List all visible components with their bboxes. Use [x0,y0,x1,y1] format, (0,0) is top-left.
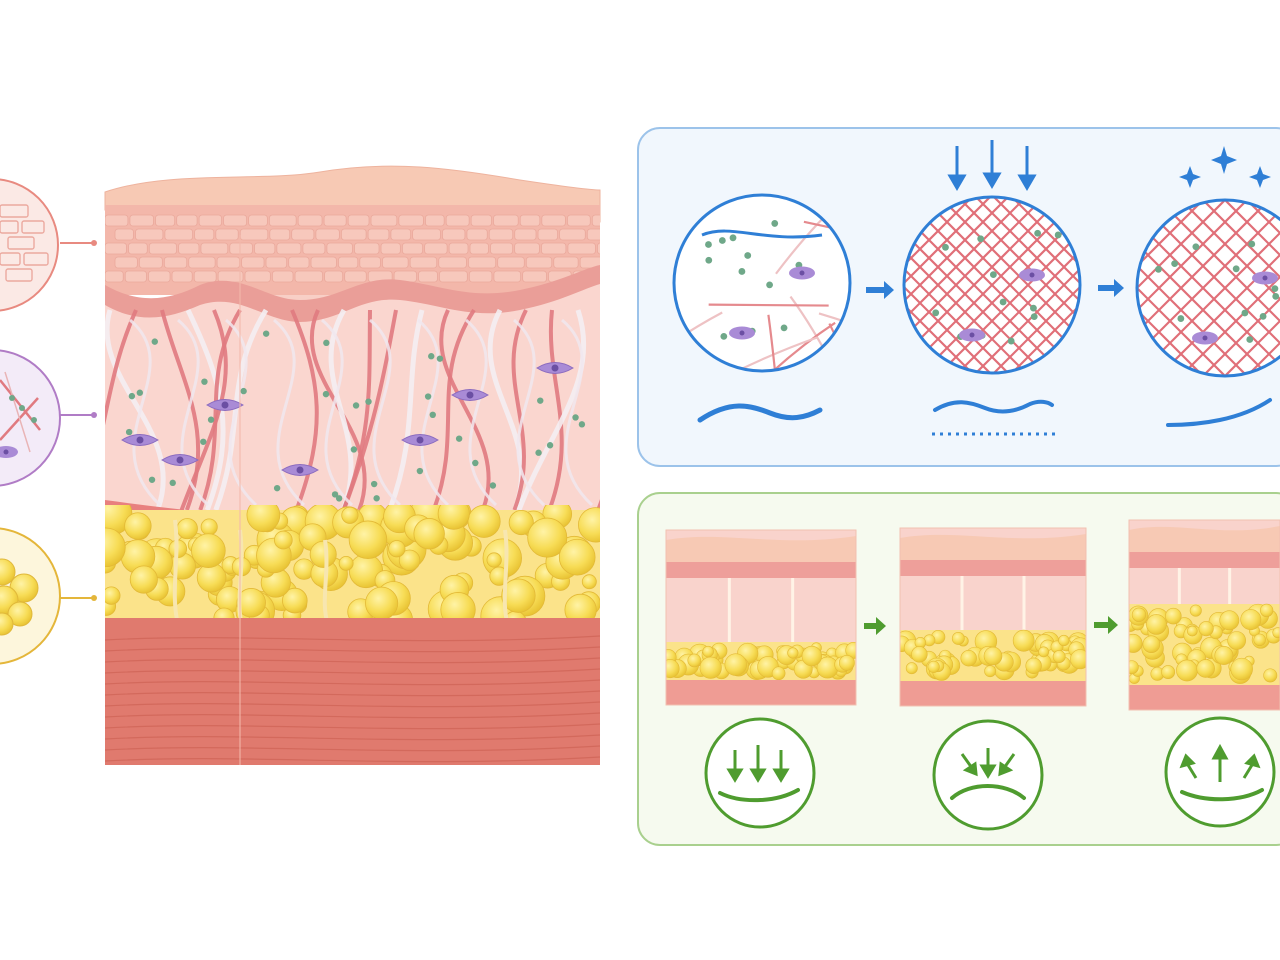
skin-cells-icon [0,204,49,282]
medium-fat-layer-stage [899,527,1087,831]
arrow-right-icon [1094,616,1118,634]
fat-cells-icon [0,558,39,636]
down-arrows-icon [704,717,816,829]
up-arrows-icon [1164,716,1276,828]
wavy-line-icon [697,403,823,423]
pressure-arrows-icon [947,140,1037,191]
skin-cross-section [104,165,601,765]
muscle-fibers [105,635,600,763]
collagen-network-icon [0,371,41,458]
thin-fat-layer-stage [665,529,857,829]
inward-arrows-icon [932,719,1044,831]
epidermis-cells [105,214,600,283]
arrow-right-icon [864,617,886,635]
fat-cells [105,505,600,625]
wavy-line-icon [933,399,1054,414]
arrow-right-icon [866,281,894,299]
callout-group [0,178,97,665]
fat-callout [0,527,97,665]
dermis-fibers [105,308,600,511]
epidermis-callout [0,178,97,312]
curve-line-icon [1166,398,1272,427]
muscle-layer [105,618,600,765]
sparkle-icon [1179,146,1271,188]
collagen-remodeling-panel [637,127,1280,467]
arrow-right-icon [1098,279,1124,297]
fat-volume-panel [637,492,1280,846]
full-fat-layer-stage [1128,519,1280,828]
dermis-callout [0,349,97,487]
